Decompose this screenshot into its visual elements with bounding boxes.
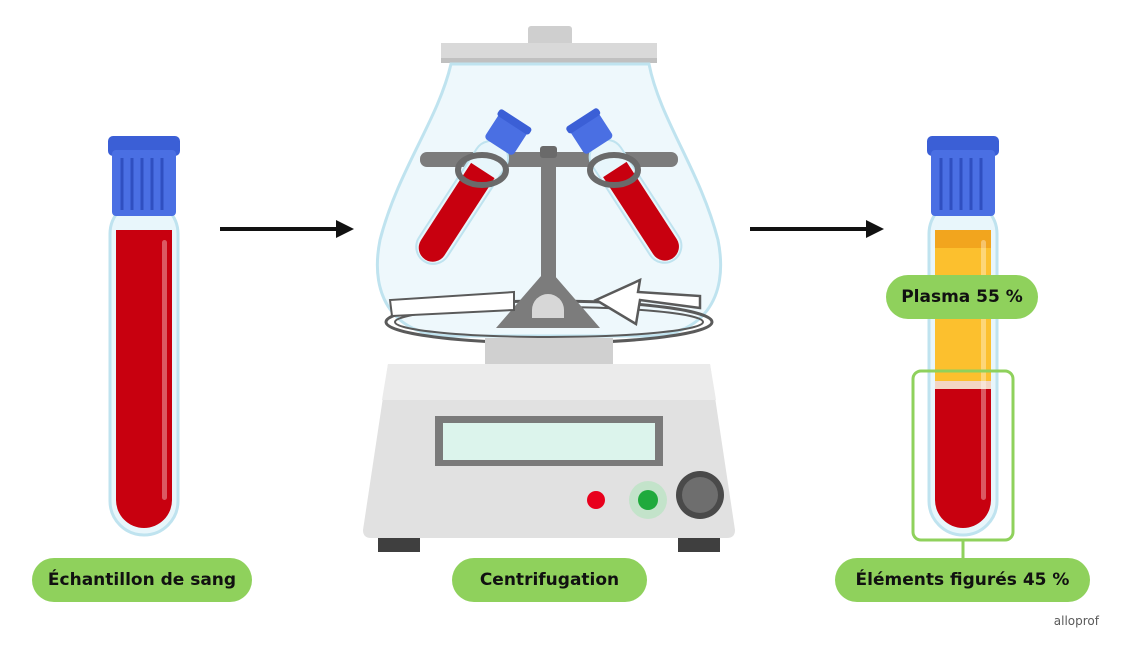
rotor-tube-left — [415, 109, 532, 265]
machine-foot-left — [378, 538, 420, 552]
machine-neck — [485, 338, 613, 364]
lid-handle — [528, 26, 572, 46]
label-plasma: Plasma 55 % — [886, 275, 1038, 319]
arrow-2 — [750, 220, 884, 238]
rotation-arrow-left — [388, 290, 515, 318]
rotor-tube-right — [566, 108, 683, 264]
label-centrifugation: Centrifugation — [452, 558, 647, 602]
watermark-logo: alloprof — [1053, 614, 1099, 628]
separated-tube — [911, 136, 1015, 560]
label-formed-elements: Éléments figurés 45 % — [835, 558, 1090, 602]
status-light-green — [638, 490, 658, 510]
rotation-arrow-right — [593, 277, 702, 327]
formed-elements-layer — [935, 385, 991, 528]
tube-cap-right — [927, 136, 999, 216]
centrifuge — [363, 26, 735, 552]
rotor-shaft — [541, 150, 556, 300]
status-light-red — [587, 491, 605, 509]
arrow-1 — [220, 220, 354, 238]
display-screen — [443, 423, 655, 460]
machine-foot-right — [678, 538, 720, 552]
tube-cap-left — [108, 136, 180, 216]
label-blood-sample: Échantillon de sang — [32, 558, 252, 602]
blood-sample-tube — [108, 136, 180, 537]
blood-fill — [116, 230, 172, 528]
